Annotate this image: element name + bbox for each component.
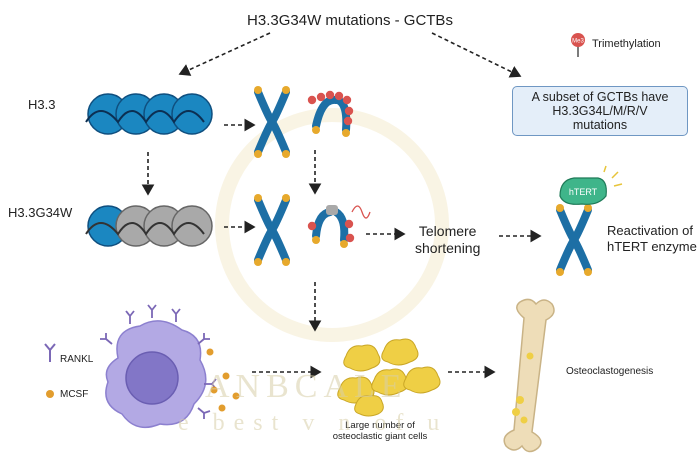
trimethylation-label: Trimethylation: [592, 38, 661, 50]
giant-line-2: osteoclastic giant cells: [332, 431, 428, 442]
arrow-title-to-h33: [178, 32, 271, 76]
rankl-label: RANKL: [60, 354, 94, 365]
trimethylation-badge-text: Me3: [572, 39, 584, 45]
mcsf-particles: [206, 348, 240, 412]
osteoclastogenesis-label: Osteoclastogenesis: [566, 366, 654, 377]
row-label-h33: H3.3: [28, 97, 56, 112]
arrow-title-to-subset: [431, 32, 522, 78]
watermark-line-2: e best v n of u: [178, 410, 449, 436]
htert-label: Reactivation of hTERT enzyme: [607, 223, 697, 255]
htert-line-1: Reactivation of: [607, 223, 693, 238]
telomere-line-2: shortening: [415, 240, 481, 256]
rankl-icon: [44, 343, 56, 362]
giant-line-1: Large number of: [345, 420, 415, 431]
subset-line-2: H3.3G34L/M/R/V: [552, 104, 648, 118]
htert-line-2: hTERT enzyme: [607, 239, 697, 254]
cell-receptors: [100, 304, 217, 419]
subset-line-1: A subset of GCTBs have: [531, 90, 669, 104]
precursor-cell: [105, 320, 207, 429]
mcsf-icon: [46, 390, 54, 398]
subset-line-3: mutations: [572, 118, 628, 132]
giant-cells-label: Large number of osteoclastic giant cells: [330, 420, 430, 442]
bone: [503, 298, 555, 453]
telomere-label: Telomere shortening: [415, 223, 480, 257]
trimethylation-icon: Me3: [571, 33, 585, 57]
row-label-h33g34w: H3.3G34W: [8, 205, 73, 220]
telomere-line-1: Telomere: [418, 223, 477, 239]
chromosome-mut: [254, 194, 290, 266]
giant-cells: [337, 338, 441, 417]
watermark-ring: [215, 108, 449, 342]
nucleosomes-mutant: [85, 205, 213, 247]
chromosome-htert: [556, 204, 592, 276]
chromosome-zoom-mutant: [307, 205, 371, 248]
mcsf-label: MCSF: [60, 389, 89, 400]
chromosome-zoom-wt: [307, 90, 354, 137]
htert-badge-text: hTERT: [569, 187, 598, 197]
diagram-title: H3.3G34W mutations - GCTBs: [247, 12, 453, 29]
watermark-line-1: ANBCALE: [205, 368, 408, 405]
nucleosomes-wildtype: [85, 93, 213, 135]
htert-enzyme: hTERT: [559, 165, 623, 205]
subset-box: A subset of GCTBs have H3.3G34L/M/R/V mu…: [512, 86, 688, 136]
